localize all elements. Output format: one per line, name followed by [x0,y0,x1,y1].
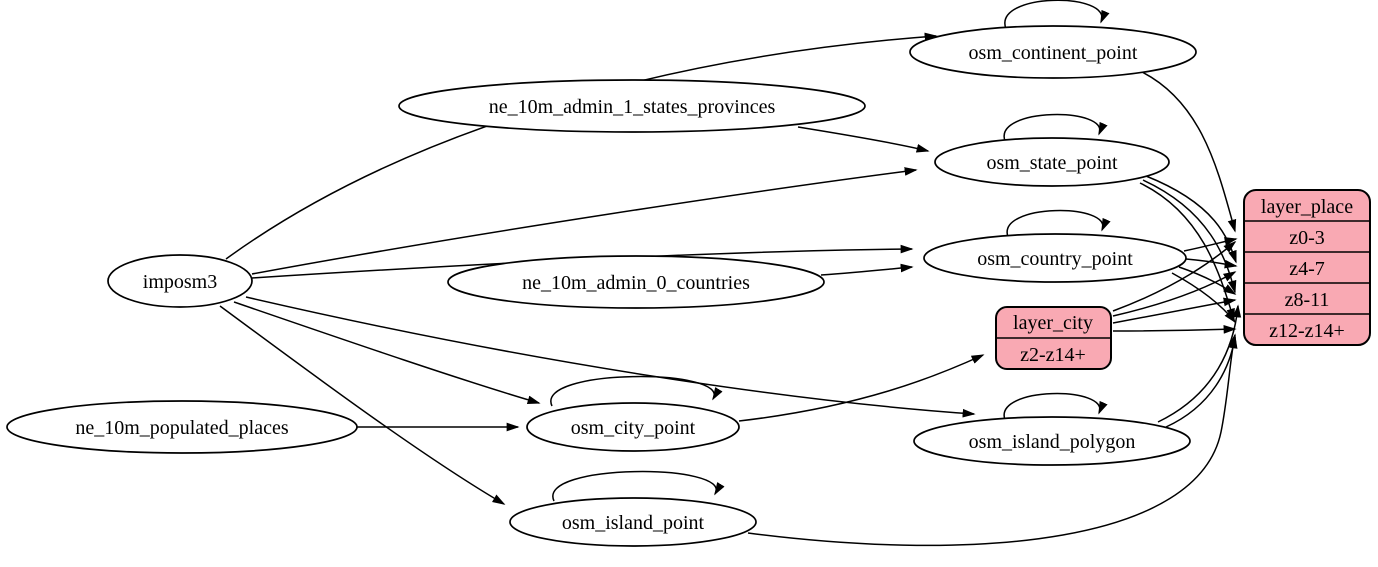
ne_10m_populated_places-ellipse [6,400,358,454]
node-osm_island_point: osm_island_point [509,497,757,547]
layer_place-row-z8-11: z8-11 [1285,289,1330,311]
edges-group [219,0,1242,547]
edge-imposm3-osm_state_point [251,167,918,275]
osm_city_point-label: osm_city_point [571,417,696,439]
edge-osm_island_point-layer_place-z12-z14 [747,333,1237,547]
osm_country_point-ellipse [923,233,1187,283]
osm_state_point-ellipse [934,137,1170,187]
osm_island_point-label: osm_island_point [562,512,705,534]
imposm3-ellipse [107,254,253,308]
node-ne_10m_admin_1_states_provinces: ne_10m_admin_1_states_provinces [398,79,866,133]
node-imposm3: imposm3 [107,254,253,308]
ne_10m_admin_1_states_provinces-ellipse [398,79,866,133]
edge-ne_10m_admin_1_states_provinces-osm_state_point [797,126,930,153]
loop-osm_country_point [1006,209,1111,238]
node-layer_city: layer_city z2-z14+ [995,306,1112,370]
edge-osm_country_point-layer_place-z4-7 [1185,258,1238,269]
osm_island_point-ellipse [509,497,757,547]
edge-layer_city-layer_place-z4-7 [1112,271,1237,317]
layer_city-row-z2-z14: z2-z14+ [1020,344,1086,366]
edge-layer_city-layer_place-z0-3 [1112,240,1237,312]
loop-osm_island_point [552,470,725,502]
node-osm_island_polygon: osm_island_polygon [913,416,1191,466]
loop-osm_continent_point [1004,0,1110,30]
edge-layer_city-layer_place-z12-z14 [1112,325,1237,334]
edge-imposm3-osm_city_point [233,301,541,404]
node-ne_10m_populated_places: ne_10m_populated_places [6,400,358,454]
osm_continent_point-ellipse [909,25,1197,79]
osm_state_point-label: osm_state_point [986,152,1118,174]
edge-osm_city_point-layer_city-z2 [738,354,985,422]
edge-osm_island_polygon-layer_place-z8-11 [1157,304,1242,423]
node-ne_10m_admin_0_countries: ne_10m_admin_0_countries [447,255,825,309]
osm_island_polygon-label: osm_island_polygon [969,431,1136,453]
osm_country_point-label: osm_country_point [977,248,1133,270]
node-osm_continent_point: osm_continent_point [909,25,1197,79]
edge-osm_state_point-layer_place-z4-7 [1145,175,1237,264]
node-osm_state_point: osm_state_point [934,137,1170,187]
edge-layer_city-layer_place-z8-11 [1112,297,1237,324]
edge-imposm3-osm_island_point [219,305,506,505]
osm_continent_point-label: osm_continent_point [969,42,1138,64]
layer_place-row-z4-7: z4-7 [1289,258,1325,280]
ne_10m_populated_places-label: ne_10m_populated_places [75,417,288,439]
ne_10m_admin_1_states_provinces-label: ne_10m_admin_1_states_provinces [489,96,776,118]
loop-osm_island_polygon [1003,392,1108,421]
loop-osm_state_point [1003,113,1108,142]
layer_place-title: layer_place [1261,196,1353,218]
edge-osm_country_point-layer_place-z12-z14 [1171,272,1237,324]
ne_10m_admin_0_countries-ellipse [447,255,825,309]
imposm3-label: imposm3 [143,271,217,293]
layer_place-box [1243,189,1371,346]
ne_10m_admin_0_countries-label: ne_10m_admin_0_countries [522,272,750,294]
edge-osm_country_point-layer_place-z0-3 [1183,237,1238,252]
edge-imposm3-osm_continent_point [225,32,938,260]
layer_place-row-z0-3: z0-3 [1289,227,1325,249]
osm_island_polygon-ellipse [913,416,1191,466]
edge-imposm3-osm_island_polygon [245,296,976,418]
edge-osm_continent_point-layer_place-z0-3 [1137,69,1237,233]
layer_city-title: layer_city [1013,312,1093,334]
edge-ne_10m_admin_0_countries-osm_country_point [820,263,914,276]
node-osm_city_point: osm_city_point [526,402,740,452]
loop-osm_city_point [550,375,723,407]
node-layer_place: layer_place z0-3 z4-7 z8-11 z12-z14+ [1243,189,1371,346]
edge-osm_country_point-layer_place-z8-11 [1178,266,1237,295]
node-osm_country_point: osm_country_point [923,233,1187,283]
osm_city_point-ellipse [526,402,740,452]
layer_place-row-z12-z14: z12-z14+ [1269,320,1345,342]
